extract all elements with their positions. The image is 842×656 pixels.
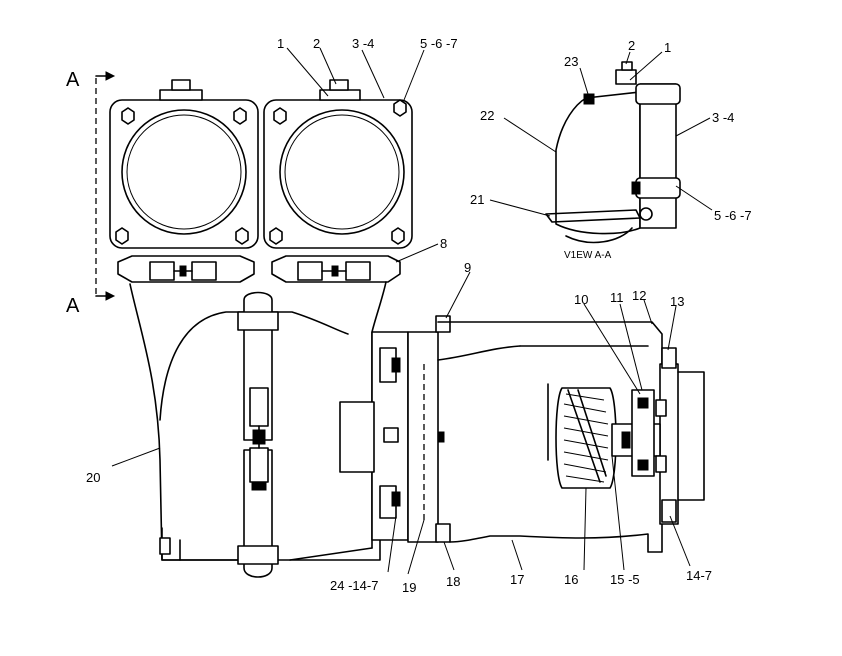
adapter-plate (339, 315, 451, 543)
clamp-band-left (117, 255, 255, 283)
section-line-a-a (95, 71, 116, 301)
callout-18: 18 (446, 574, 460, 589)
callout-3-4: 3 -4 (352, 36, 374, 51)
view-callout-5-6-7: 5 -6 -7 (714, 208, 752, 223)
section-mark-top: A (66, 69, 80, 91)
view-callout-23: 23 (564, 54, 578, 69)
callout-17: 17 (510, 572, 524, 587)
view-callout-2: 2 (628, 38, 635, 53)
view-callout-3-4: 3 -4 (712, 110, 734, 125)
callout-24-14-7: 24 -14-7 (330, 578, 378, 593)
view-callout-22: 22 (480, 108, 494, 123)
callout-2: 2 (313, 36, 320, 51)
view-a-a-label: V1EW A-A (564, 250, 612, 261)
callout-1: 1 (277, 36, 284, 51)
callout-14-7: 14-7 (686, 568, 712, 583)
section-mark-bottom: A (66, 295, 80, 317)
drive-shaft-hub (611, 389, 667, 477)
callout-16: 16 (564, 572, 578, 587)
callout-19: 19 (402, 580, 416, 595)
leader-lines (111, 47, 713, 575)
callout-12: 12 (632, 288, 646, 303)
callout-15-5: 15 -5 (610, 572, 640, 587)
right-inlet-flange (263, 79, 413, 249)
callout-11: 11 (610, 290, 624, 305)
view-a-a-inset (545, 61, 681, 244)
callout-5-6-7: 5 -6 -7 (420, 36, 458, 51)
left-inlet-flange (109, 79, 259, 249)
coupling-link-assembly (237, 291, 279, 578)
view-callout-1: 1 (664, 40, 671, 55)
callout-9: 9 (464, 260, 471, 275)
clamp-band-right (271, 255, 401, 283)
callout-10: 10 (574, 292, 588, 307)
callout-20: 20 (86, 470, 100, 485)
callout-8: 8 (440, 236, 447, 251)
helical-gear (555, 387, 617, 489)
view-callout-21: 21 (470, 192, 484, 207)
callout-13: 13 (670, 294, 684, 309)
